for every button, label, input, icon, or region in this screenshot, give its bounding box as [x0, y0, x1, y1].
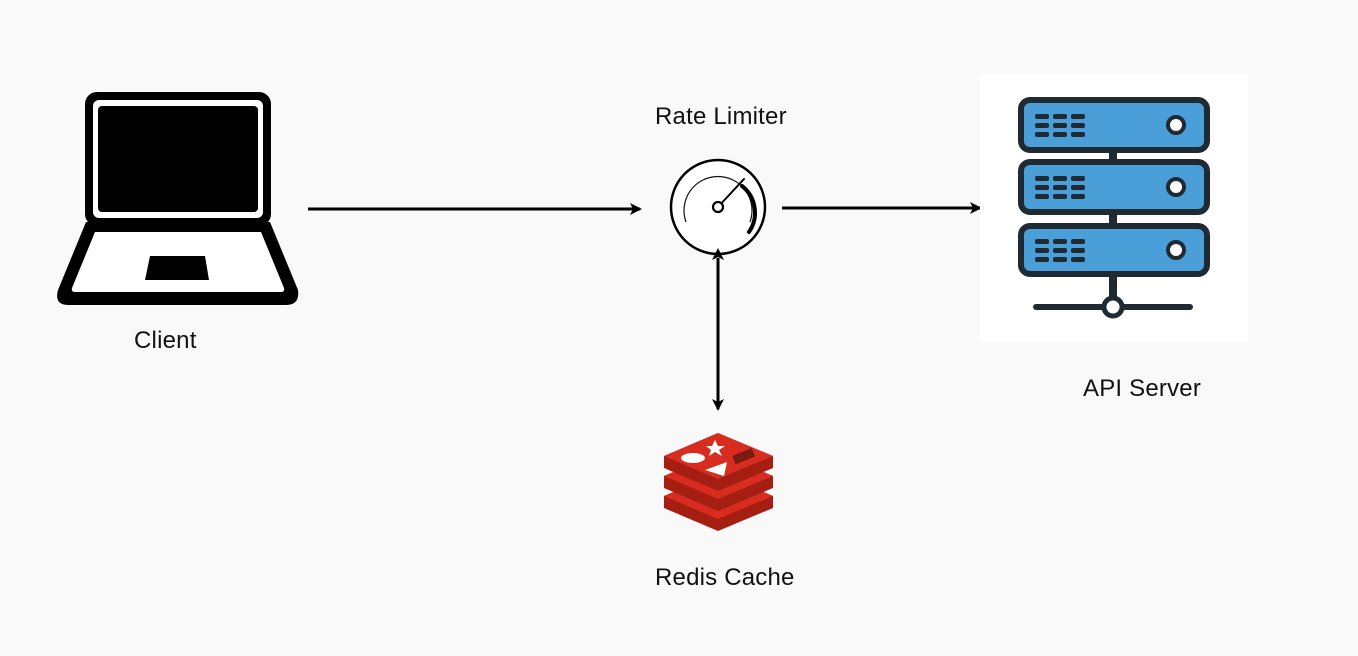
rate-limiter-label: Rate Limiter	[655, 103, 787, 130]
server-rack-icon	[1018, 97, 1210, 319]
client-label: Client	[134, 327, 197, 354]
api-server-label: API Server	[1083, 375, 1202, 402]
redis-cache-label: Redis Cache	[655, 564, 795, 591]
gauge-icon	[669, 158, 767, 256]
laptop-icon	[57, 92, 299, 305]
redis-logo-icon	[664, 433, 773, 531]
